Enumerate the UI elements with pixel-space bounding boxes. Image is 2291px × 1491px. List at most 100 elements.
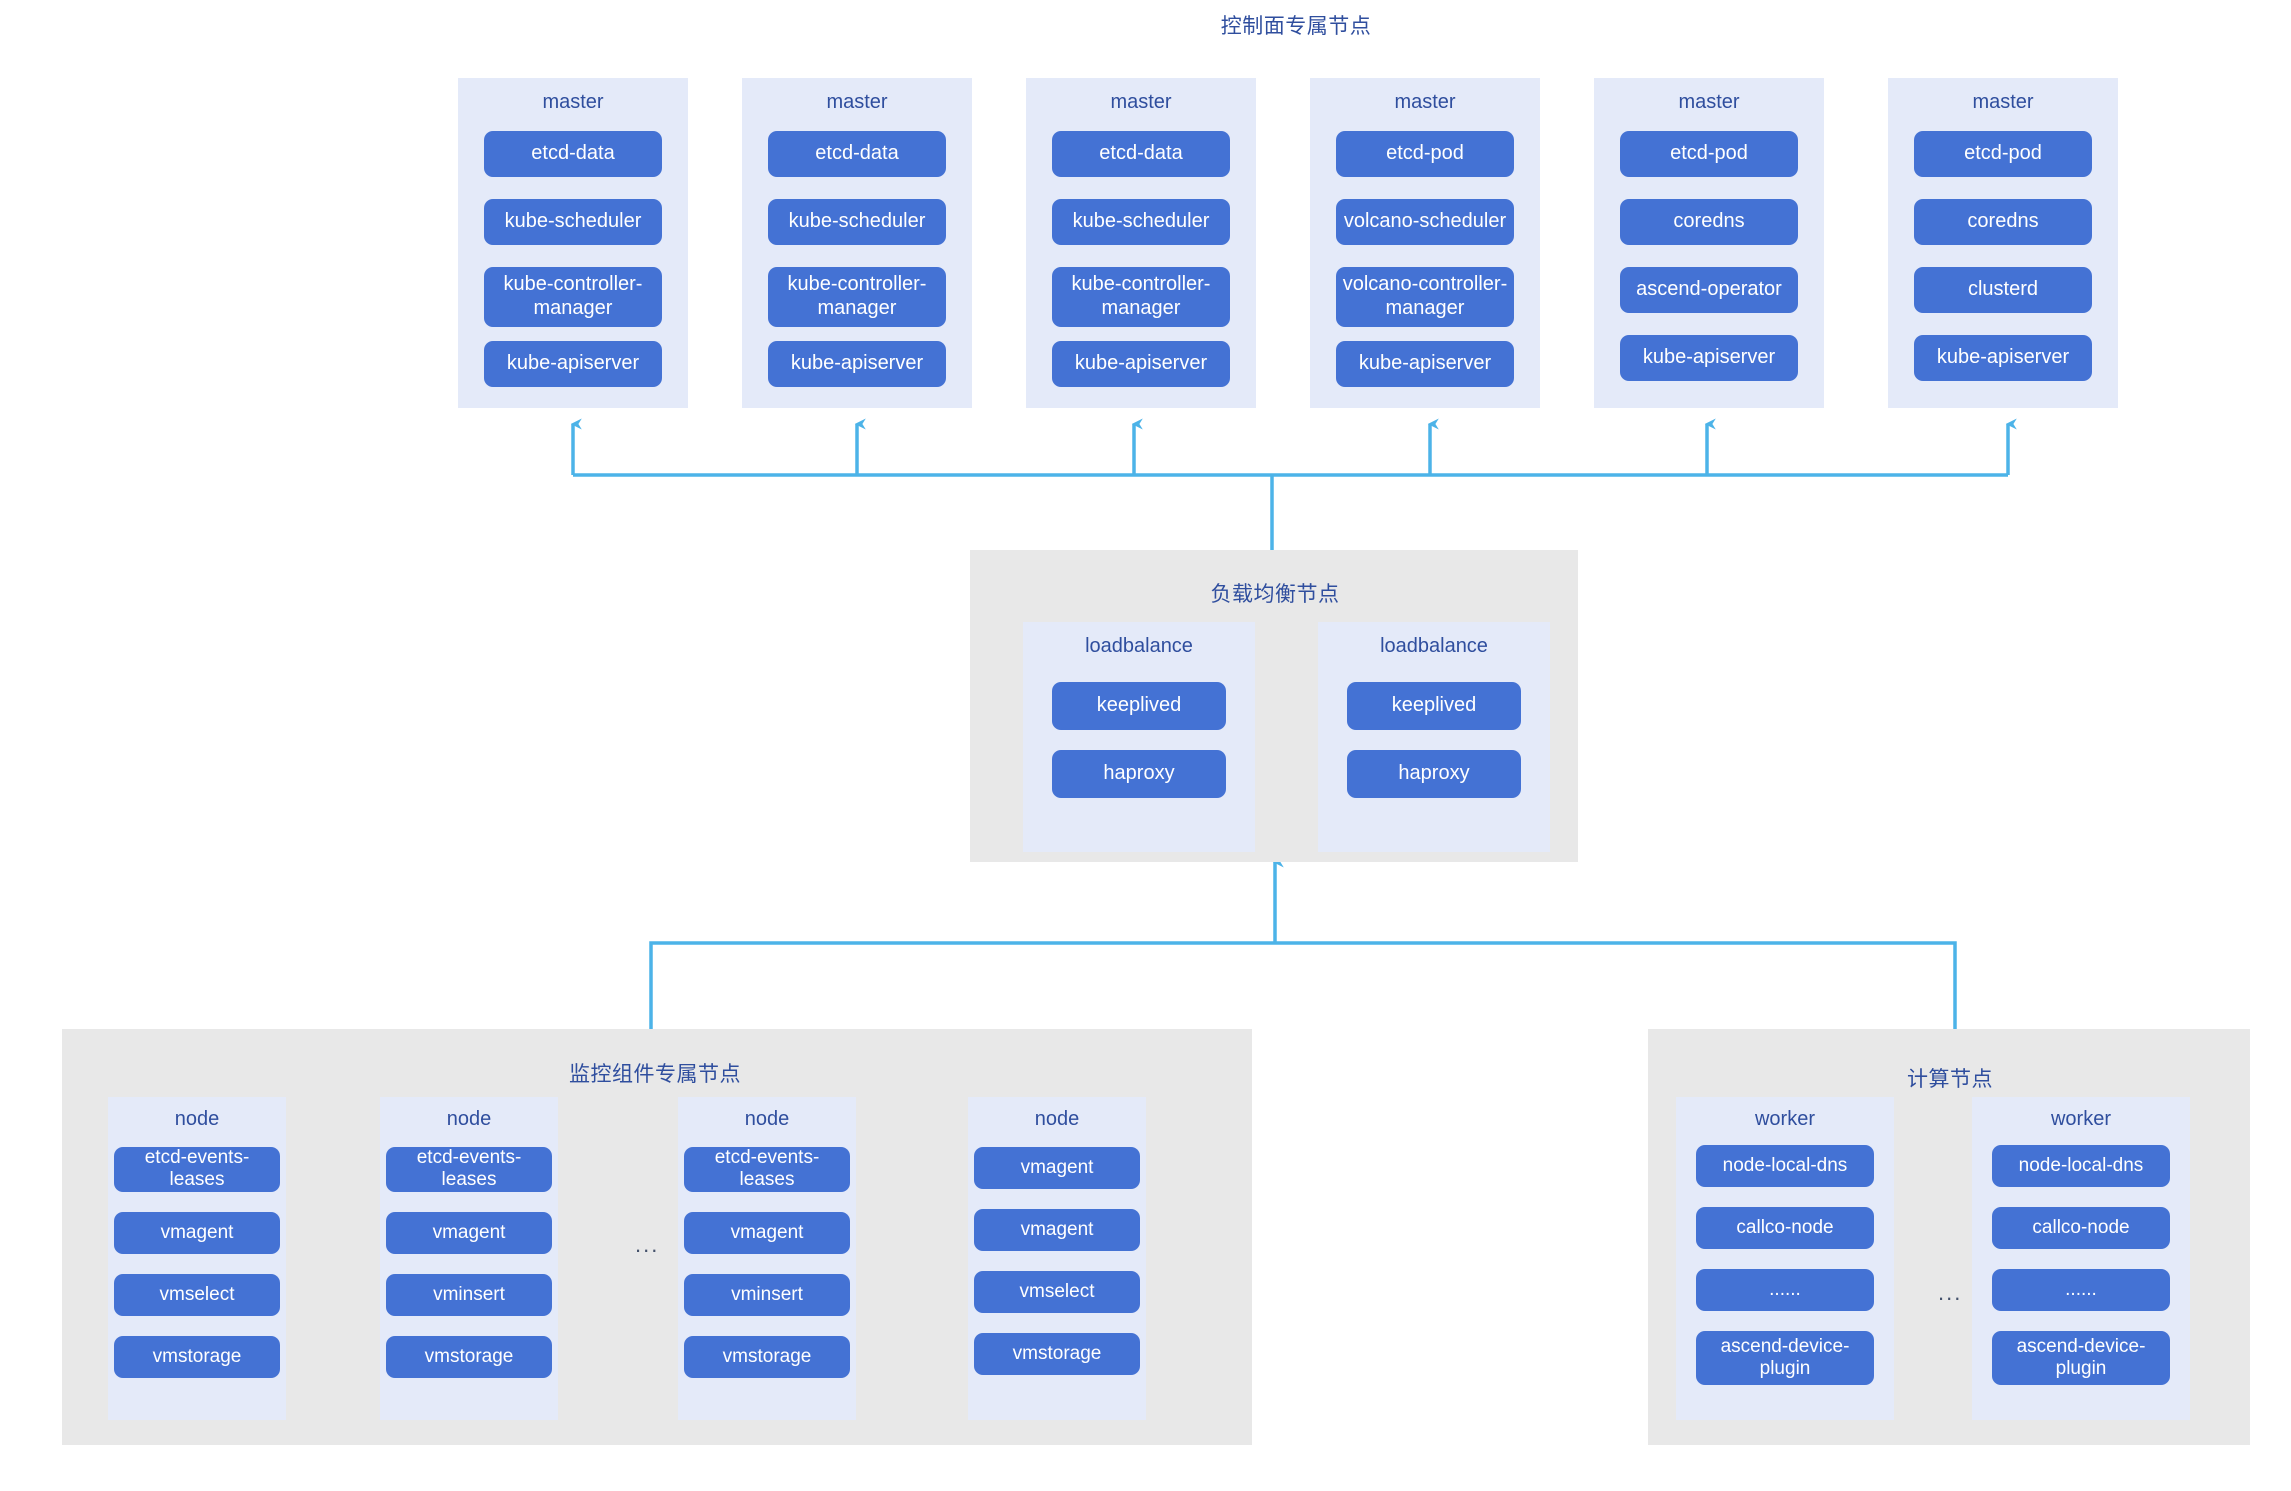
pod-callco-node[interactable]: callco-node — [1696, 1207, 1874, 1249]
compute-worker-1[interactable]: worker node-local-dns callco-node ......… — [1676, 1097, 1894, 1420]
loadbalance-pod-list: keeplived haproxy — [1318, 682, 1550, 818]
master-pod-list: etcd-data kube-scheduler kube-controller… — [1026, 131, 1256, 409]
pod-kube-apiserver[interactable]: kube-apiserver — [1620, 335, 1798, 381]
master-pod-list: etcd-data kube-scheduler kube-controller… — [458, 131, 688, 409]
master-node-label: master — [1678, 91, 1740, 113]
master-node-5[interactable]: master etcd-pod coredns ascend-operator … — [1594, 78, 1824, 408]
pod-kube-controller-manager[interactable]: kube-controller- manager — [484, 267, 662, 327]
pod-vmstorage[interactable]: vmstorage — [386, 1335, 552, 1378]
pod-vmagent[interactable]: vmagent — [114, 1211, 280, 1254]
pod-vmagent[interactable]: vmagent — [974, 1147, 1140, 1189]
monitoring-node-label: node — [1034, 1108, 1080, 1130]
monitoring-pod-list: etcd-events-leases vmagent vminsert vmst… — [678, 1147, 856, 1398]
compute-worker-2[interactable]: worker node-local-dns callco-node ......… — [1972, 1097, 2190, 1420]
section-title-control-plane: 控制面专属节点 — [1220, 15, 1372, 38]
pod-node-local-dns[interactable]: node-local-dns — [1992, 1145, 2170, 1187]
pod-etcd-pod[interactable]: etcd-pod — [1336, 131, 1514, 177]
loadbalance-node-2[interactable]: loadbalance keeplived haproxy — [1318, 622, 1550, 852]
pod-etcd-data[interactable]: etcd-data — [484, 131, 662, 177]
pod-volcano-scheduler[interactable]: volcano-scheduler — [1336, 199, 1514, 245]
master-node-4[interactable]: master etcd-pod volcano-scheduler volcan… — [1310, 78, 1540, 408]
pod-ascend-device-plugin[interactable]: ascend-device- plugin — [1992, 1331, 2170, 1385]
compute-pod-list: node-local-dns callco-node ...... ascend… — [1676, 1145, 1894, 1395]
master-node-6[interactable]: master etcd-pod coredns clusterd kube-ap… — [1888, 78, 2118, 408]
master-node-2[interactable]: master etcd-data kube-scheduler kube-con… — [742, 78, 972, 408]
pod-kube-apiserver[interactable]: kube-apiserver — [1052, 341, 1230, 387]
pod-kube-apiserver[interactable]: kube-apiserver — [484, 341, 662, 387]
pod-vmstorage[interactable]: vmstorage — [974, 1333, 1140, 1375]
monitoring-ellipsis: ... — [635, 1232, 660, 1257]
master-pod-list: etcd-data kube-scheduler kube-controller… — [742, 131, 972, 409]
pod-callco-node[interactable]: callco-node — [1992, 1207, 2170, 1249]
loadbalance-node-1[interactable]: loadbalance keeplived haproxy — [1023, 622, 1255, 852]
pod-vmselect[interactable]: vmselect — [974, 1271, 1140, 1313]
master-node-label: master — [542, 91, 604, 113]
section-title-compute: 计算节点 — [1907, 1068, 1993, 1091]
pod-vmagent[interactable]: vmagent — [684, 1211, 850, 1254]
section-title-monitoring: 监控组件专属节点 — [569, 1063, 741, 1086]
pod-ascend-device-plugin[interactable]: ascend-device- plugin — [1696, 1331, 1874, 1385]
pod-kube-apiserver[interactable]: kube-apiserver — [1336, 341, 1514, 387]
pod-node-local-dns[interactable]: node-local-dns — [1696, 1145, 1874, 1187]
master-node-label: master — [1972, 91, 2034, 113]
master-node-label: master — [1394, 91, 1456, 113]
pod-more-placeholder[interactable]: ...... — [1696, 1269, 1874, 1311]
bottom-bus-line — [649, 941, 1957, 1029]
pod-kube-controller-manager[interactable]: kube-controller- manager — [768, 267, 946, 327]
monitoring-node-4[interactable]: node vmagent vmagent vmselect vmstorage — [968, 1097, 1146, 1420]
master-node-label: master — [1110, 91, 1172, 113]
compute-pod-list: node-local-dns callco-node ...... ascend… — [1972, 1145, 2190, 1395]
monitoring-node-3[interactable]: node etcd-events-leases vmagent vminsert… — [678, 1097, 856, 1420]
pod-kube-apiserver[interactable]: kube-apiserver — [1914, 335, 2092, 381]
pod-clusterd[interactable]: clusterd — [1914, 267, 2092, 313]
pod-kube-scheduler[interactable]: kube-scheduler — [1052, 199, 1230, 245]
pod-etcd-events-leases[interactable]: etcd-events-leases — [114, 1147, 280, 1192]
pod-etcd-events-leases[interactable]: etcd-events-leases — [684, 1147, 850, 1192]
pod-vminsert[interactable]: vminsert — [386, 1273, 552, 1316]
monitoring-pod-list: vmagent vmagent vmselect vmstorage — [968, 1147, 1146, 1395]
section-title-loadbalance: 负载均衡节点 — [1210, 583, 1340, 606]
pod-vmstorage[interactable]: vmstorage — [114, 1335, 280, 1378]
pod-etcd-data[interactable]: etcd-data — [1052, 131, 1230, 177]
compute-ellipsis: ... — [1938, 1280, 1963, 1305]
compute-worker-label: worker — [2050, 1108, 2111, 1130]
loadbalance-node-label: loadbalance — [1380, 635, 1488, 657]
pod-ascend-operator[interactable]: ascend-operator — [1620, 267, 1798, 313]
monitoring-node-1[interactable]: node etcd-events-leases vmagent vmselect… — [108, 1097, 286, 1420]
pod-kube-scheduler[interactable]: kube-scheduler — [484, 199, 662, 245]
pod-coredns[interactable]: coredns — [1914, 199, 2092, 245]
monitoring-node-2[interactable]: node etcd-events-leases vmagent vminsert… — [380, 1097, 558, 1420]
pod-coredns[interactable]: coredns — [1620, 199, 1798, 245]
pod-etcd-data[interactable]: etcd-data — [768, 131, 946, 177]
monitoring-node-label: node — [174, 1108, 220, 1130]
pod-etcd-pod[interactable]: etcd-pod — [1914, 131, 2092, 177]
monitoring-pod-list: etcd-events-leases vmagent vmselect vmst… — [108, 1147, 286, 1398]
pod-haproxy[interactable]: haproxy — [1052, 750, 1226, 798]
pod-kube-scheduler[interactable]: kube-scheduler — [768, 199, 946, 245]
master-pod-list: etcd-pod volcano-scheduler volcano-contr… — [1310, 131, 1540, 409]
master-node-label: master — [826, 91, 888, 113]
pod-vminsert[interactable]: vminsert — [684, 1273, 850, 1316]
pod-vmagent[interactable]: vmagent — [386, 1211, 552, 1254]
pod-etcd-pod[interactable]: etcd-pod — [1620, 131, 1798, 177]
loadbalance-pod-list: keeplived haproxy — [1023, 682, 1255, 818]
master-node-3[interactable]: master etcd-data kube-scheduler kube-con… — [1026, 78, 1256, 408]
pod-vmagent[interactable]: vmagent — [974, 1209, 1140, 1251]
monitoring-node-label: node — [446, 1108, 492, 1130]
compute-worker-label: worker — [1754, 1108, 1815, 1130]
pod-vmstorage[interactable]: vmstorage — [684, 1335, 850, 1378]
pod-keeplived[interactable]: keeplived — [1347, 682, 1521, 730]
master-pod-list: etcd-pod coredns ascend-operator kube-ap… — [1594, 131, 1824, 403]
pod-etcd-events-leases[interactable]: etcd-events-leases — [386, 1147, 552, 1192]
master-node-1[interactable]: master etcd-data kube-scheduler kube-con… — [458, 78, 688, 408]
pod-more-placeholder[interactable]: ...... — [1992, 1269, 2170, 1311]
pod-vmselect[interactable]: vmselect — [114, 1273, 280, 1316]
pod-kube-apiserver[interactable]: kube-apiserver — [768, 341, 946, 387]
pod-kube-controller-manager[interactable]: kube-controller- manager — [1052, 267, 1230, 327]
monitoring-pod-list: etcd-events-leases vmagent vminsert vmst… — [380, 1147, 558, 1398]
monitoring-node-label: node — [744, 1108, 790, 1130]
pod-haproxy[interactable]: haproxy — [1347, 750, 1521, 798]
pod-volcano-controller-manager[interactable]: volcano-controller- manager — [1336, 267, 1514, 327]
pod-keeplived[interactable]: keeplived — [1052, 682, 1226, 730]
